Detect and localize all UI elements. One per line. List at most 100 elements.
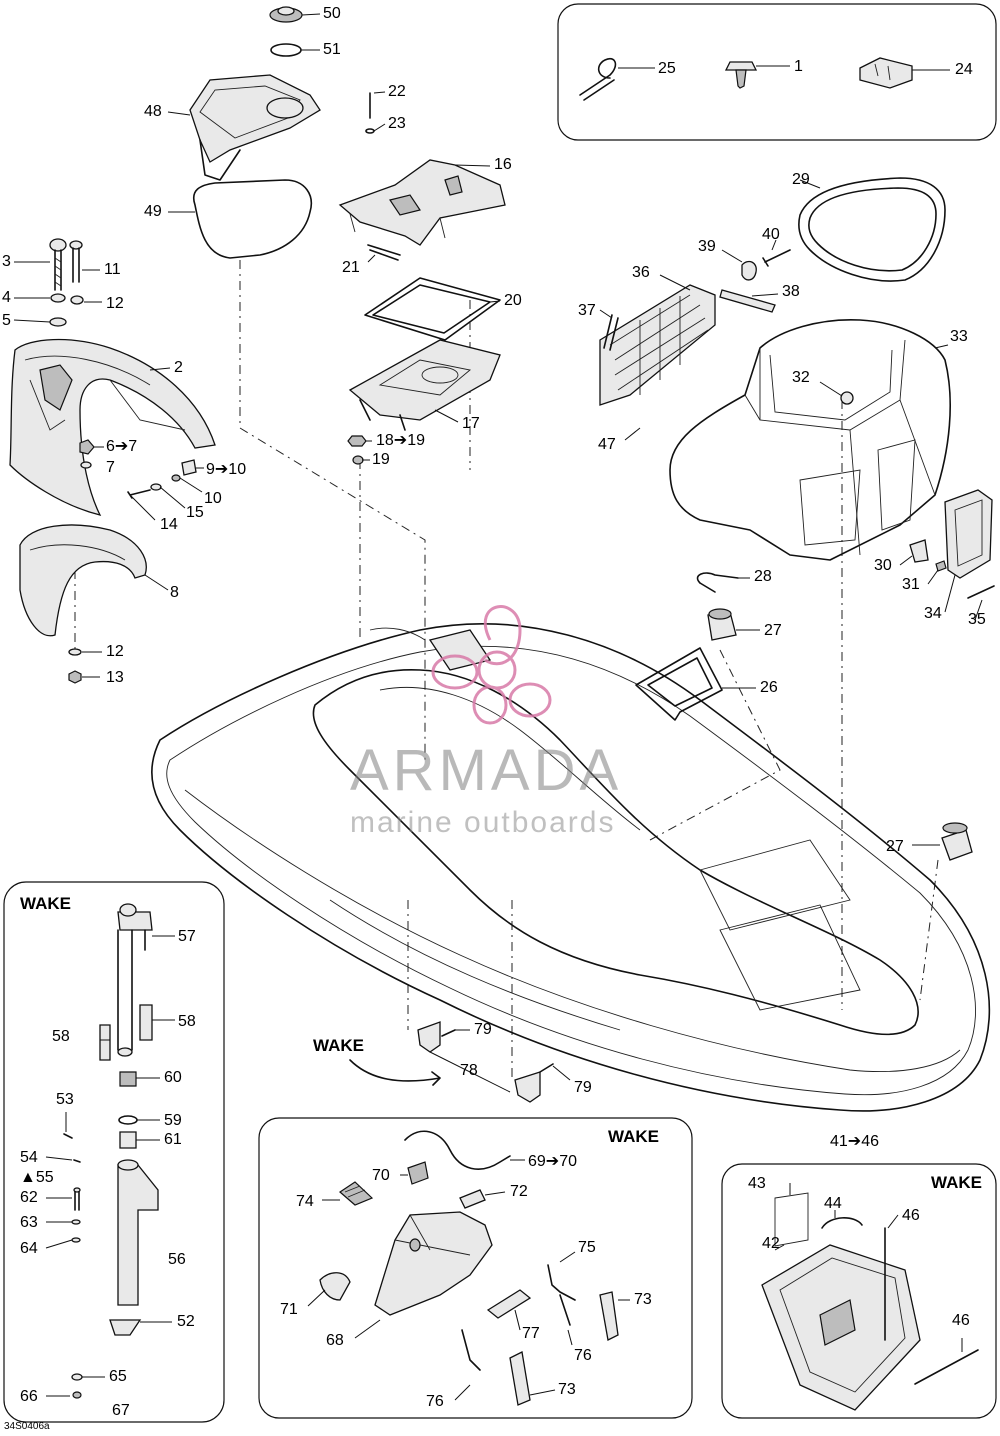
inset-box-wake-center [258, 1117, 693, 1419]
callout-16: 16 [494, 156, 512, 173]
part-75-bracket [547, 1264, 576, 1301]
callout-64: 64 [20, 1240, 38, 1257]
callout-2: 2 [174, 359, 183, 376]
part-70-connector [407, 1161, 429, 1185]
part-7-washer [80, 461, 92, 469]
inset-box-wake-right [721, 1163, 997, 1419]
callout-37: 37 [578, 302, 596, 319]
callout-53: 53 [56, 1091, 74, 1108]
part-49-gasket [193, 179, 312, 259]
part-21-strip [367, 244, 401, 261]
watermark-subtitle: marine outboards [350, 806, 616, 839]
callout-35: 35 [968, 611, 986, 628]
part-53-screw [63, 1133, 73, 1139]
alignment-lines [74, 260, 939, 1080]
callout-9-10: 9➔10 [206, 461, 247, 478]
part-35-strip [967, 585, 995, 599]
part-52-plate [109, 1319, 142, 1336]
callout-49: 49 [144, 203, 162, 220]
callout-70: 70 [372, 1167, 390, 1184]
callout-79-right: 79 [574, 1079, 592, 1096]
part-58-sleeve-left [99, 1024, 111, 1061]
part-65-washer [71, 1373, 83, 1381]
part-16-bracket [338, 159, 506, 246]
part-78-plate-right [514, 1071, 541, 1103]
callout-11: 11 [104, 261, 121, 278]
callout-73-left: 73 [558, 1381, 576, 1398]
callout-63: 63 [20, 1214, 38, 1231]
callout-60: 60 [164, 1069, 182, 1086]
part-30-clip [909, 539, 929, 563]
part-10-nut [171, 474, 181, 482]
part-46-rod-lower [914, 1349, 979, 1385]
callout-76-right: 76 [574, 1347, 592, 1364]
part-8-lower-cover [19, 524, 147, 637]
callout-56: 56 [168, 1251, 186, 1268]
part-72-clip [459, 1189, 486, 1209]
part-76-bracket-right [559, 1294, 571, 1326]
callout-27-right: 27 [886, 838, 904, 855]
part-60-bushing [119, 1071, 137, 1087]
watermark-title: ARMADA [350, 738, 623, 803]
part-12-washer-top [70, 295, 84, 305]
callout-77: 77 [522, 1325, 540, 1342]
part-38-strap [719, 289, 776, 313]
callout-12-top: 12 [106, 295, 124, 312]
part-42-storage-bin [761, 1244, 921, 1411]
part-77-strip [486, 1289, 532, 1319]
callout-8: 8 [170, 584, 179, 601]
part-61-bushing [119, 1131, 137, 1149]
callout-38: 38 [782, 283, 800, 300]
callout-58-left: 58 [52, 1028, 70, 1045]
part-27-drain-plug-right [941, 822, 973, 861]
callout-14: 14 [160, 516, 178, 533]
callout-4: 4 [2, 289, 11, 306]
callout-46-top: 46 [902, 1207, 920, 1224]
callout-74: 74 [296, 1193, 314, 1210]
wake-arrow [349, 1059, 441, 1086]
header-wake-arrow: WAKE [313, 1036, 364, 1055]
part-34-vent [944, 489, 993, 579]
callout-15: 15 [186, 504, 204, 521]
callout-58-right: 58 [178, 1013, 196, 1030]
part-62-bolt [73, 1187, 81, 1211]
callout-42: 42 [762, 1235, 780, 1252]
part-48-tray [189, 74, 321, 181]
part-1-push-rivet [724, 61, 758, 89]
leader-lines [13, 13, 983, 1401]
callout-76-left: 76 [426, 1393, 444, 1410]
part-20-seal [364, 277, 501, 341]
part-58-sleeve-right [139, 1004, 153, 1041]
callout-44: 44 [824, 1195, 842, 1212]
callout-71: 71 [280, 1301, 298, 1318]
header-wake-right: WAKE [931, 1173, 982, 1192]
callout-6-7: 6➔7 [106, 438, 138, 455]
header-wake-left: WAKE [20, 894, 71, 913]
callout-40: 40 [762, 226, 780, 243]
part-27-drain-plug-top [707, 608, 737, 641]
part-4-washer [50, 293, 66, 303]
part-57-pole [117, 903, 153, 1057]
part-68-housing [374, 1211, 493, 1316]
callout-55: ▲55 [20, 1169, 54, 1186]
callout-46-bottom: 46 [952, 1312, 970, 1329]
part-6-nut [79, 439, 95, 455]
hull-body [151, 623, 991, 1112]
callout-21: 21 [342, 259, 360, 276]
callout-79-left: 79 [474, 1021, 492, 1038]
part-39-bracket [741, 260, 757, 281]
callout-18-19: 18➔19 [376, 432, 425, 449]
part-74-sticker [339, 1181, 374, 1206]
callout-54: 54 [20, 1149, 38, 1166]
callout-73-right: 73 [634, 1291, 652, 1308]
callout-30: 30 [874, 557, 892, 574]
callout-22: 22 [388, 83, 406, 100]
callout-41-46: 41➔46 [830, 1133, 879, 1150]
callout-25: 25 [658, 60, 676, 77]
part-29-seal [798, 177, 946, 282]
part-63-washer [71, 1219, 81, 1225]
part-76-bracket-left [461, 1329, 481, 1371]
part-64-washer [71, 1237, 81, 1243]
part-33-seat-cover [669, 318, 951, 561]
